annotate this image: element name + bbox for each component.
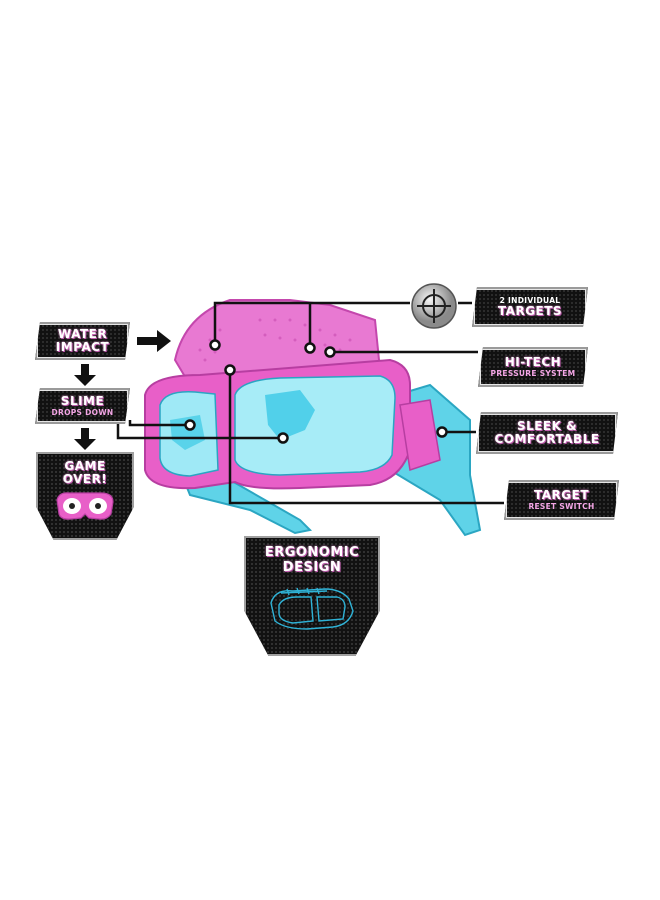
callout-water-line1: WATER — [57, 327, 108, 341]
callout-ergonomic: ERGONOMIC DESIGN — [244, 536, 380, 656]
callout-gameover-line1: GAME — [64, 459, 106, 473]
callout-sleek-line1: SLEEK & — [516, 419, 578, 433]
arrow-down-icon — [74, 428, 96, 450]
callout-slime: SLIME DROPS DOWN — [35, 388, 130, 424]
lens-right — [234, 375, 396, 476]
goggles-icon — [56, 492, 114, 520]
callout-slime-line1: SLIME — [60, 394, 105, 408]
callout-hitech-line2: PRESSURE SYSTEM — [490, 369, 576, 378]
callout-targets-line2: TARGETS — [497, 304, 563, 318]
callout-gameover-line2: OVER! — [62, 472, 108, 486]
arrow-right-icon — [137, 330, 171, 352]
callout-targets-line1: 2 INDIVIDUAL — [499, 296, 561, 305]
callout-sleek: SLEEK & COMFORTABLE — [476, 412, 618, 454]
arrow-down-icon — [74, 364, 96, 386]
crosshair-icon — [411, 283, 457, 329]
callout-reset-line2: RESET SWITCH — [528, 502, 595, 511]
callout-water: WATER IMPACT — [35, 322, 130, 360]
callout-water-line2: IMPACT — [55, 340, 110, 354]
callout-reset-line1: TARGET — [533, 488, 589, 502]
callout-ergonomic-line1: ERGONOMIC — [264, 545, 360, 560]
callout-reset: TARGET RESET SWITCH — [504, 480, 619, 520]
goggles-outline-icon — [270, 587, 354, 630]
callout-sleek-line2: COMFORTABLE — [494, 432, 600, 446]
callout-hitech-line1: HI-TECH — [504, 355, 562, 369]
callout-gameover: GAME OVER! — [36, 452, 134, 540]
callout-slime-line2: DROPS DOWN — [51, 408, 114, 417]
callout-targets: 2 INDIVIDUAL TARGETS — [472, 287, 588, 327]
callout-ergonomic-line2: DESIGN — [282, 560, 342, 575]
callout-hitech: HI-TECH PRESSURE SYSTEM — [478, 347, 588, 387]
